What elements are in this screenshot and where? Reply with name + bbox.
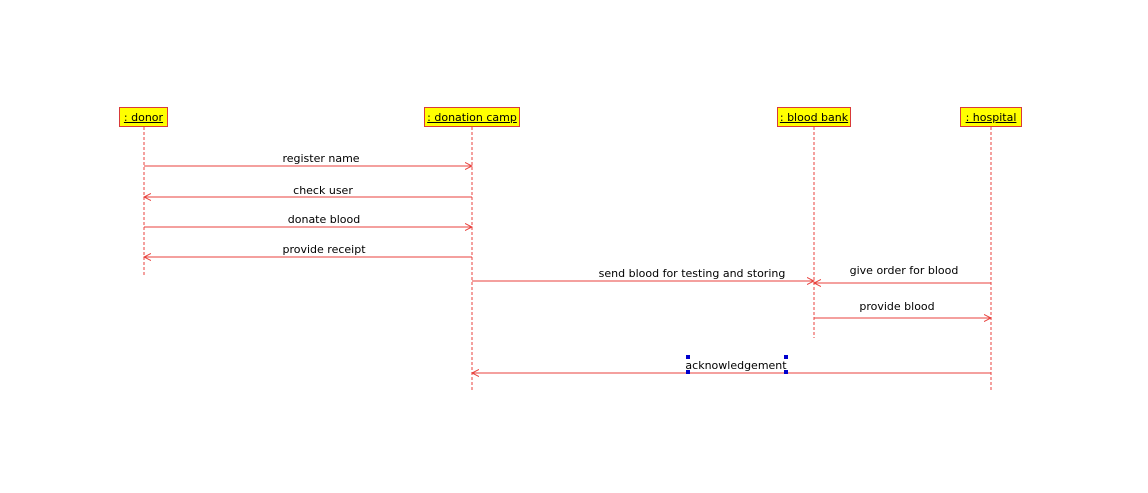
actor-donation-camp[interactable]: : donation camp	[424, 107, 520, 127]
message-label[interactable]: send blood for testing and storing	[598, 267, 786, 280]
selection-handle[interactable]	[784, 355, 788, 359]
selection-handle[interactable]	[686, 370, 690, 374]
message-label[interactable]: give order for blood	[849, 264, 959, 277]
actor-hospital[interactable]: : hospital	[960, 107, 1022, 127]
selection-handle[interactable]	[784, 370, 788, 374]
message-label[interactable]: check user	[293, 184, 353, 197]
message-label-selected[interactable]: acknowledgement	[685, 359, 787, 372]
message-label[interactable]: register name	[282, 152, 360, 165]
message-label[interactable]: donate blood	[287, 213, 361, 226]
message-label[interactable]: provide blood	[859, 300, 935, 313]
actor-donor[interactable]: : donor	[119, 107, 168, 127]
actor-blood-bank[interactable]: : blood bank	[777, 107, 851, 127]
selection-handle[interactable]	[686, 355, 690, 359]
message-label[interactable]: provide receipt	[282, 243, 366, 256]
